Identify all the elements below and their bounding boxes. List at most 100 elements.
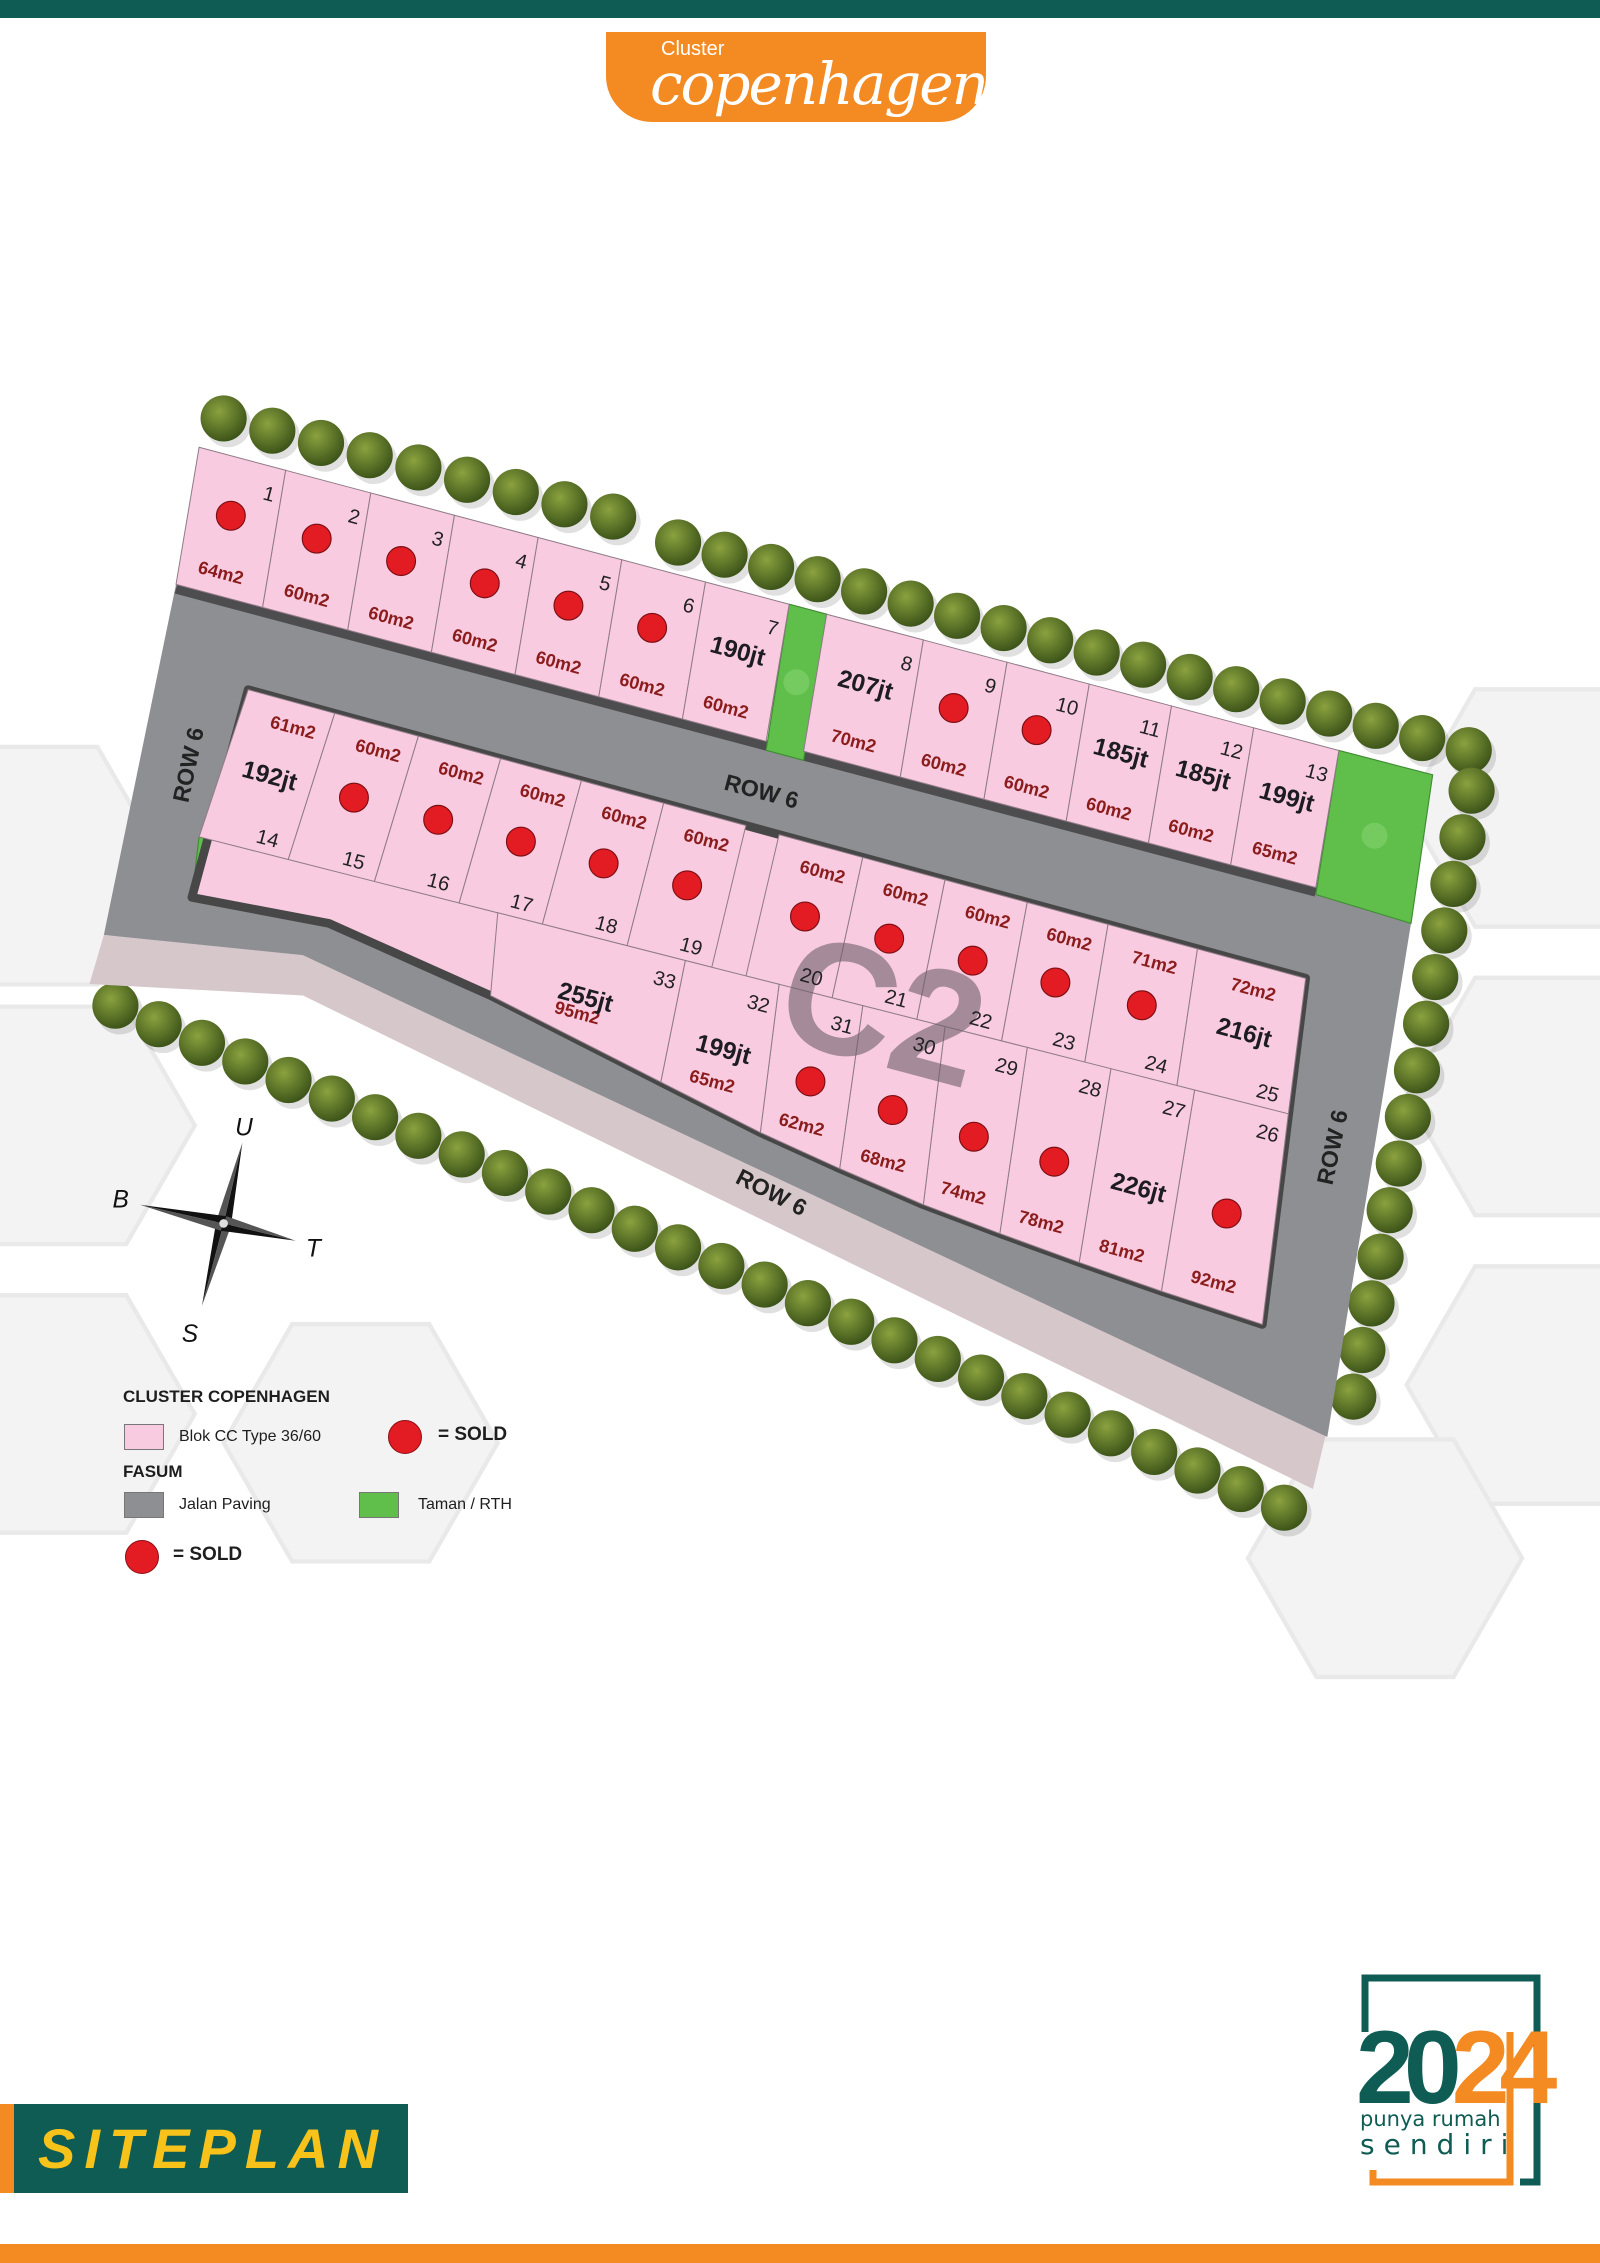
tree-icon — [395, 1112, 442, 1159]
tree-icon — [1399, 714, 1446, 762]
logo-year-a: 20 — [1356, 2010, 1458, 2126]
park-tree-icon — [1361, 822, 1388, 849]
sold-marker-icon — [938, 693, 969, 724]
logo-2024: 2024 punya rumah sendiri — [1356, 1974, 1568, 2186]
top-bar — [0, 0, 1600, 18]
lot-number: 18 — [593, 912, 620, 939]
tree-icon — [871, 1317, 918, 1364]
lot-number: 19 — [677, 933, 704, 960]
tree-icon — [887, 580, 934, 627]
sold-marker-icon — [386, 546, 417, 577]
sold-marker-icon — [1039, 1146, 1070, 1177]
logo-line2: sendiri — [1360, 2128, 1517, 2161]
sold-marker-icon — [1021, 715, 1052, 746]
tree-icon — [346, 432, 393, 479]
lot-number: 15 — [340, 848, 367, 875]
lot-number: 3 — [429, 528, 446, 552]
legend-sold-2: = SOLD — [173, 1544, 243, 1565]
tree-icon — [1044, 1391, 1091, 1438]
sold-marker-icon — [125, 1540, 159, 1574]
sold-marker-icon — [957, 945, 988, 976]
tree-icon — [1393, 1047, 1441, 1094]
tree-icon — [1375, 1140, 1422, 1187]
lot-number: 2 — [346, 505, 363, 529]
lot-number: 27 — [1160, 1097, 1187, 1124]
sold-marker-icon — [338, 782, 369, 813]
tree-icon — [1357, 1233, 1404, 1280]
tree-icon — [1120, 641, 1167, 688]
tree-icon — [1348, 1280, 1395, 1327]
lot-7[interactable] — [681, 581, 790, 742]
legend-fasum: FASUM — [123, 1462, 183, 1481]
tree-icon — [794, 556, 841, 603]
tree-icon — [92, 982, 139, 1029]
compass-west: B — [113, 1187, 129, 1214]
compass: U S B T — [113, 1114, 323, 1347]
tree-icon — [1306, 690, 1353, 737]
lot-number: 14 — [254, 826, 281, 853]
tree-icon — [1166, 653, 1213, 701]
lot-number: 29 — [993, 1054, 1020, 1081]
tree-icon — [1213, 666, 1260, 713]
lot-number: 12 — [1218, 737, 1245, 764]
tree-icon — [590, 493, 637, 540]
compass-south: S — [182, 1321, 199, 1348]
tree-icon — [200, 395, 247, 442]
lot-number: 20 — [798, 964, 825, 991]
sold-marker-icon — [958, 1121, 989, 1152]
tree-icon — [541, 481, 588, 528]
lot-number: 10 — [1053, 694, 1080, 721]
sold-marker-icon — [505, 826, 536, 857]
sold-marker-icon — [553, 590, 584, 621]
tree-icon — [178, 1019, 226, 1066]
cluster-name: copenhagen — [650, 50, 989, 118]
sold-marker-icon — [789, 901, 820, 932]
tree-icon — [481, 1149, 529, 1197]
tree-icon — [1448, 767, 1495, 814]
lot-number: 16 — [425, 869, 452, 896]
tree-icon — [1001, 1373, 1048, 1420]
sold-marker-icon — [301, 523, 332, 554]
tree-icon — [934, 592, 981, 639]
tree-icon — [828, 1298, 875, 1345]
sold-marker-icon — [588, 848, 619, 879]
park-tree-icon — [783, 669, 810, 696]
lot-number: 23 — [1050, 1028, 1077, 1055]
tree-icon — [1412, 954, 1459, 1001]
tree-icon — [1430, 860, 1477, 907]
lot-33[interactable] — [489, 912, 686, 1083]
tree-icon — [701, 531, 748, 578]
tree-icon — [841, 568, 888, 615]
lot-number: 22 — [967, 1007, 994, 1034]
sold-marker-icon — [795, 1066, 826, 1097]
lot-number: 5 — [597, 572, 614, 596]
logo-line1: punya rumah — [1360, 2107, 1501, 2131]
tree-icon — [1366, 1187, 1413, 1234]
lot-number: 25 — [1254, 1080, 1281, 1107]
tree-icon — [492, 468, 539, 516]
lot-number: 33 — [651, 967, 678, 994]
tree-icon — [352, 1094, 399, 1141]
sold-marker-icon — [423, 804, 454, 835]
sold-marker-icon — [877, 1095, 908, 1126]
tree-icon — [1174, 1447, 1221, 1494]
tree-icon — [1131, 1428, 1178, 1475]
tree-icon — [1403, 1000, 1450, 1047]
sold-marker-icon — [215, 500, 246, 531]
lot-number: 9 — [982, 675, 999, 699]
lot-number: 32 — [745, 991, 772, 1018]
tree-icon — [957, 1354, 1005, 1401]
sold-marker-icon — [1040, 967, 1071, 998]
legend-swatch-lot — [124, 1424, 164, 1450]
legend-title: CLUSTER COPENHAGEN — [123, 1387, 330, 1406]
tree-icon — [297, 419, 345, 467]
bottom-bar — [0, 2244, 1600, 2263]
tree-icon — [525, 1168, 572, 1215]
legend-swatch-road — [124, 1492, 164, 1518]
lot-number: 26 — [1254, 1120, 1281, 1147]
tree-icon — [980, 604, 1027, 652]
sold-marker-icon — [469, 568, 500, 599]
tree-icon — [1259, 678, 1306, 725]
lot-13[interactable] — [1230, 727, 1340, 889]
